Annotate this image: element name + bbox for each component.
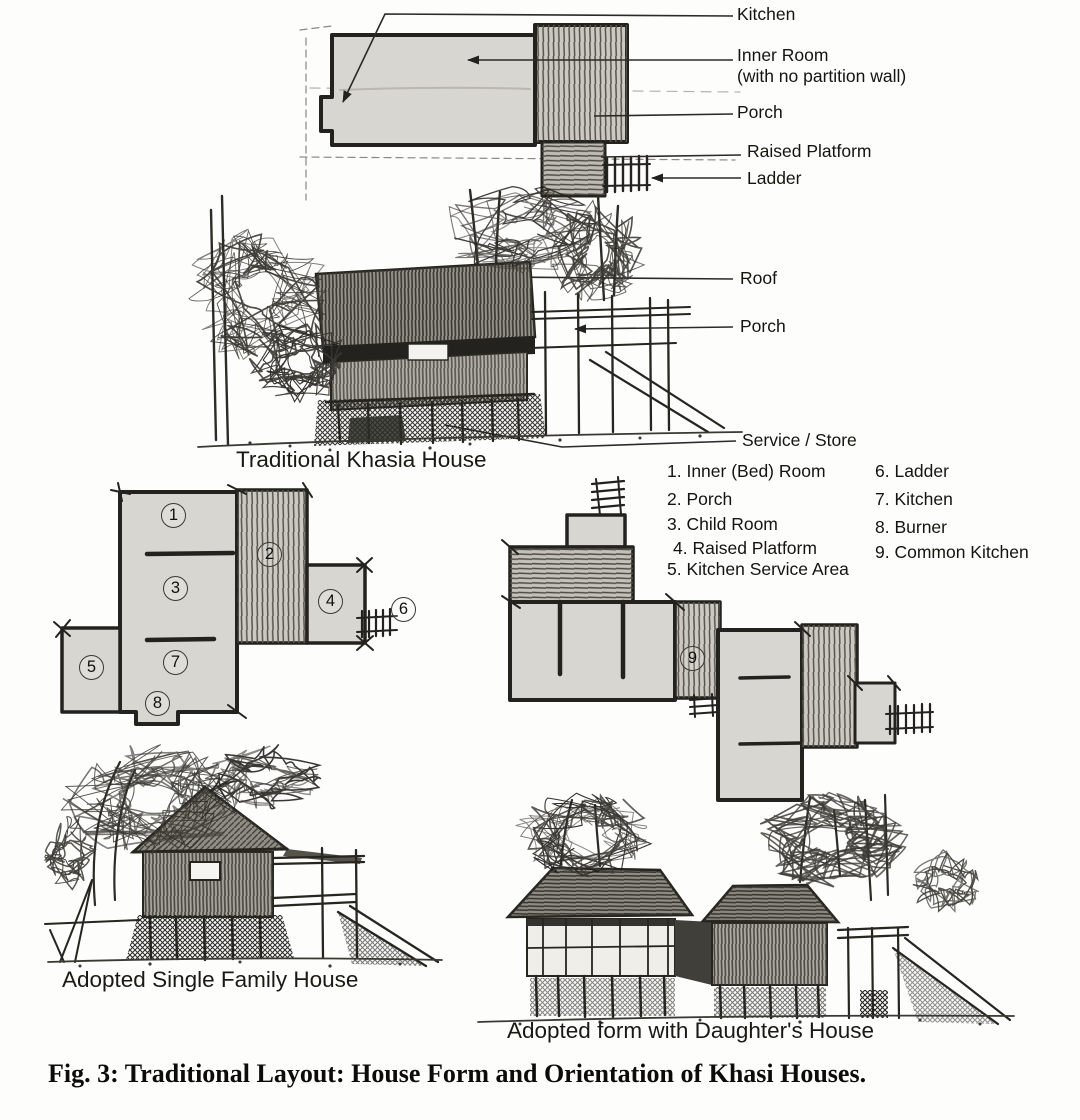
legend-item-4: 4. Raised Platform	[673, 538, 817, 558]
elevation-traditional	[188, 185, 743, 452]
partition-2	[144, 636, 217, 643]
corner-ticks	[53, 482, 374, 719]
tree-foliage-sf-2	[204, 743, 323, 810]
legend-item-7: 7. Kitchen	[875, 489, 953, 509]
plan-single-family	[53, 482, 398, 726]
porch-structure	[529, 290, 726, 436]
caption-daughters-house: Adopted form with Daughter's House	[507, 1018, 874, 1043]
plan-daughter	[501, 476, 934, 802]
main-room-partitions	[557, 599, 626, 680]
doorway	[407, 343, 449, 361]
tree-foliage-center	[448, 185, 602, 274]
plan-ladder	[602, 154, 651, 194]
frame-left-sf	[44, 879, 141, 963]
tree-foliage-sf-1	[60, 744, 238, 855]
porch-leader-line	[593, 113, 734, 117]
legend-item-8: 8. Burner	[875, 517, 947, 537]
wall-frame-left-d	[526, 918, 676, 977]
plan-marker-9: 9	[680, 646, 705, 671]
tree-foliage-d-3	[912, 849, 980, 913]
legend-item-3: 3. Child Room	[667, 514, 778, 534]
daughter-room-partitions	[738, 675, 804, 746]
label-porch: Porch	[737, 102, 783, 122]
label-porch-elev: Porch	[740, 316, 786, 336]
tree-foliage-sf-3	[43, 816, 98, 891]
legend-item-1: 1. Inner (Bed) Room	[667, 461, 826, 481]
caption-single-family: Adopted Single Family House	[62, 967, 359, 992]
label-service-store: Service / Store	[742, 430, 857, 450]
legend-item-2: 2. Porch	[667, 489, 733, 509]
tree-foliage-left	[188, 228, 328, 361]
plan-marker-7: 7	[163, 650, 188, 675]
kitchen-leader-line	[342, 13, 734, 103]
caption-traditional: Traditional Khasia House	[236, 447, 487, 472]
raised-platform-leader-line	[600, 154, 742, 158]
plan-ladder-left	[356, 607, 398, 639]
plan-marker-3: 3	[163, 576, 188, 601]
entry-room	[565, 513, 627, 549]
daughter-room	[716, 628, 804, 802]
elevation-single-family	[43, 743, 443, 968]
label-ladder: Ladder	[747, 168, 802, 188]
tree-foliage-right	[551, 199, 646, 302]
plan-traditional	[299, 23, 741, 201]
legend-item-9: 9. Common Kitchen	[875, 542, 1029, 562]
plan-ladder-mid	[689, 693, 719, 718]
plan-marker-4: 4	[318, 589, 343, 614]
plan-ladder-right	[885, 702, 934, 736]
plan-marker-5: 5	[79, 655, 104, 680]
plan-marker-8: 8	[145, 691, 170, 716]
label-inner-room-note: (with no partition wall)	[737, 66, 907, 86]
ground	[197, 431, 743, 452]
plan-marker-1: 1	[161, 503, 186, 528]
corner-ticks-right	[501, 539, 901, 691]
partition-1	[144, 550, 236, 557]
veg-band-sf	[126, 915, 294, 960]
figure-caption: Fig. 3: Traditional Layout: House Form a…	[48, 1059, 867, 1088]
legend-item-6: 6. Ladder	[875, 461, 949, 481]
house-gap	[675, 920, 712, 985]
tree-foliage-left-low	[248, 321, 343, 404]
steps-d	[860, 990, 888, 1018]
label-kitchen: Kitchen	[737, 4, 796, 24]
ground-d	[477, 1014, 1015, 1026]
window-sf	[189, 861, 221, 881]
label-raised-platform: Raised Platform	[747, 141, 872, 161]
tree-foliage-d-1	[515, 792, 653, 878]
main-room	[508, 600, 677, 702]
porch2-leader-line	[574, 324, 734, 334]
label-roof: Roof	[740, 268, 777, 288]
ground-sf	[47, 957, 443, 968]
tree-foliage-d-2	[759, 791, 909, 888]
plan-ladder-top	[590, 476, 626, 516]
elevation-daughter	[477, 791, 1015, 1026]
plan-marker-2: 2	[257, 542, 282, 567]
label-inner-room: Inner Room	[737, 45, 829, 65]
legend-item-5: 5. Kitchen Service Area	[667, 559, 849, 579]
plan-marker-6: 6	[391, 597, 416, 622]
